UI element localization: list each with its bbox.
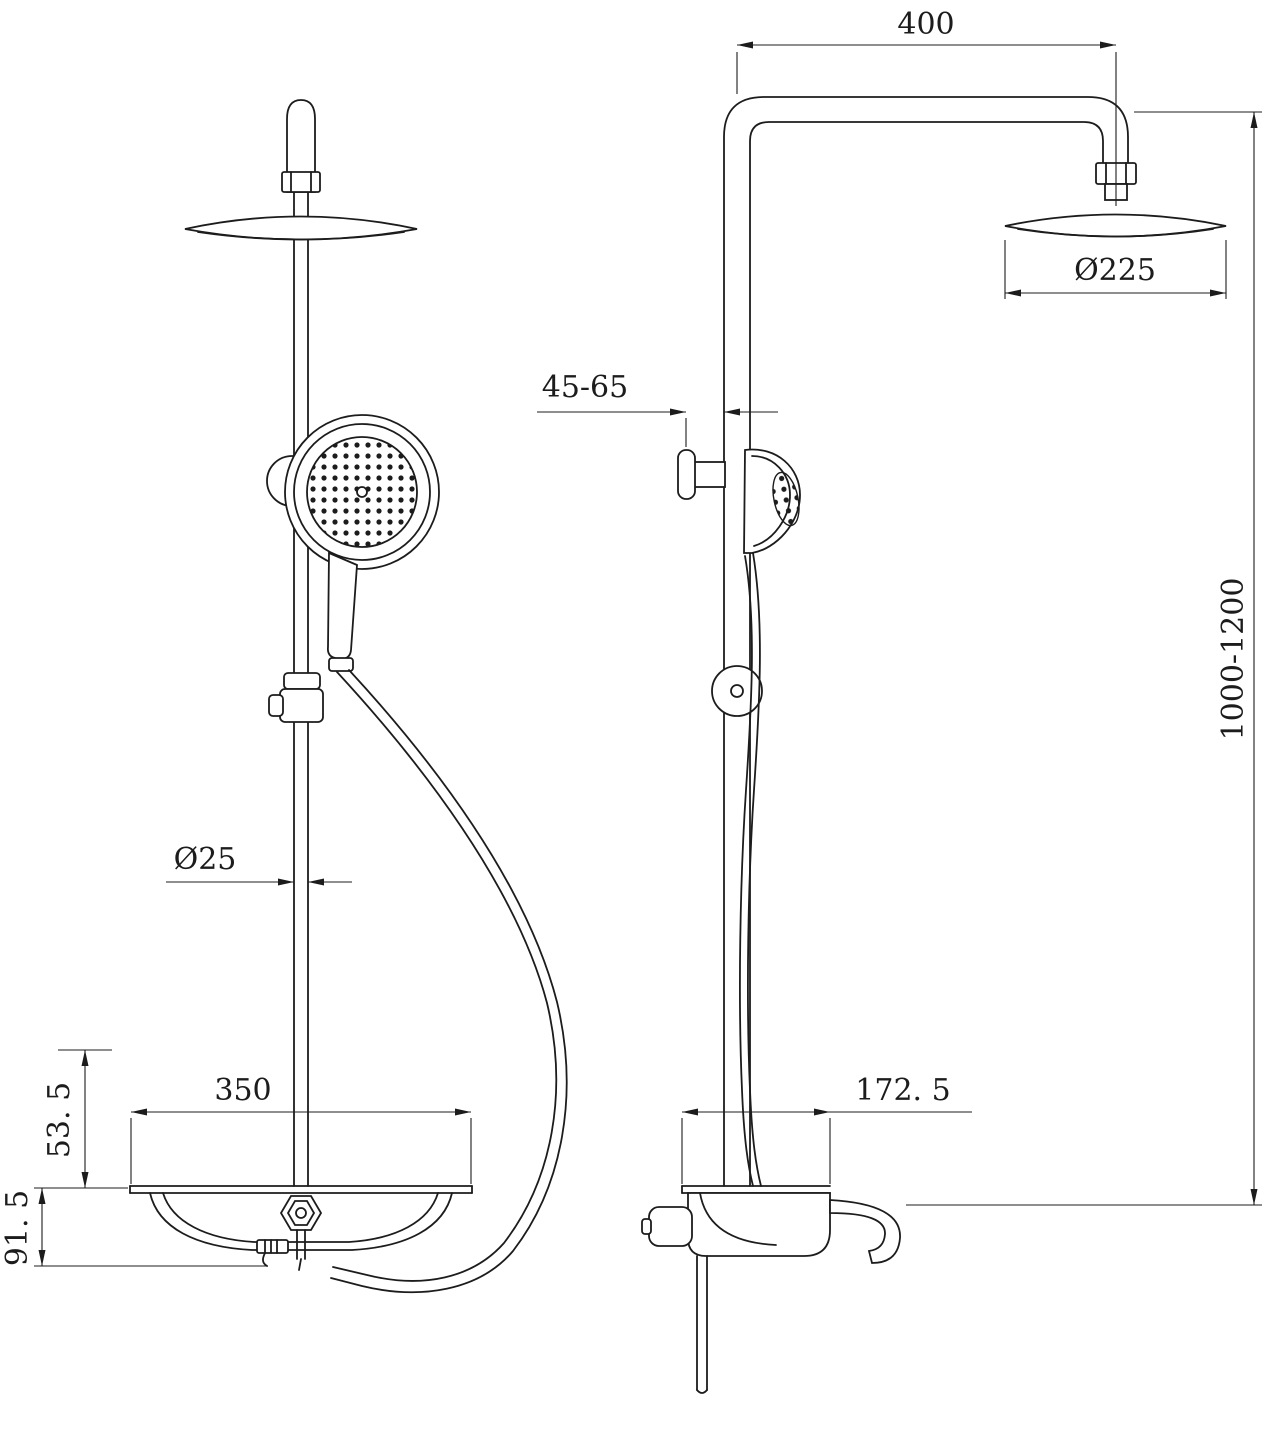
clamp-top bbox=[283, 672, 321, 690]
front-top-cap bbox=[286, 99, 316, 193]
arrowhead bbox=[131, 1108, 147, 1116]
side-hose bbox=[739, 552, 762, 1187]
handle-hose-nut bbox=[328, 657, 354, 672]
dim-shelf-depth: 172. 5 bbox=[681, 1073, 972, 1184]
hose-line bbox=[739, 555, 754, 1187]
side-shelf-body bbox=[641, 1185, 901, 1394]
side-rain-head bbox=[1004, 213, 1227, 238]
hand-shower-inner-ring bbox=[293, 423, 431, 561]
arrowhead bbox=[81, 1050, 89, 1066]
arrowhead bbox=[1210, 289, 1226, 297]
hose-line bbox=[332, 671, 558, 1282]
hand-shower-center bbox=[356, 486, 368, 498]
diverter-pin bbox=[298, 1258, 302, 1271]
dim-label-shelf-width: 350 bbox=[214, 1073, 271, 1108]
arrowhead bbox=[278, 878, 294, 886]
rain-head-rim bbox=[197, 231, 405, 241]
side-lever-handle bbox=[829, 1199, 901, 1264]
side-pipe-arm bbox=[723, 96, 1129, 1187]
front-hand-shower bbox=[284, 414, 440, 672]
slider-center bbox=[730, 684, 744, 698]
dim-shelf-width: 350 bbox=[130, 1073, 472, 1184]
dim-label-pipe-diameter: Ø25 bbox=[174, 842, 237, 877]
dim-label-shelf-height: 53. 5 bbox=[42, 1082, 77, 1158]
shelf-basin-inner bbox=[162, 1192, 439, 1243]
hex-center bbox=[295, 1207, 307, 1219]
arrowhead bbox=[81, 1172, 89, 1188]
rain-head-disc bbox=[184, 215, 418, 241]
side-hand-shower bbox=[743, 448, 801, 554]
hand-shower-handle bbox=[326, 551, 358, 660]
arrowhead bbox=[1100, 41, 1116, 49]
bracket-stem bbox=[693, 461, 726, 488]
outlet-spout bbox=[262, 1252, 268, 1267]
pipe-outer-edge bbox=[723, 96, 1129, 1187]
arrowhead bbox=[737, 41, 753, 49]
nut-body bbox=[281, 171, 321, 193]
front-shelf bbox=[129, 1185, 473, 1271]
arrowhead bbox=[724, 408, 740, 416]
side-wall-bracket bbox=[677, 449, 726, 500]
rain-head-rim bbox=[1017, 228, 1214, 238]
arrowhead bbox=[38, 1188, 46, 1204]
outlet-body bbox=[256, 1239, 289, 1254]
front-rain-head bbox=[184, 215, 418, 241]
arrowhead bbox=[455, 1108, 471, 1116]
hose-line bbox=[330, 669, 568, 1294]
hex-outer bbox=[279, 1195, 323, 1231]
dim-label-base-height: 91. 5 bbox=[0, 1190, 35, 1266]
dimensions: 400 Ø225 45-65 1000-1200 bbox=[0, 7, 1262, 1267]
arrowhead bbox=[1250, 112, 1258, 128]
front-slider-clamp bbox=[268, 672, 324, 723]
arrowhead bbox=[670, 408, 686, 416]
dim-label-arm-length: 400 bbox=[897, 7, 954, 42]
dim-column-height: 1000-1200 bbox=[906, 111, 1262, 1206]
clamp-knob bbox=[268, 694, 284, 717]
front-view bbox=[129, 99, 568, 1294]
spout-tip bbox=[696, 1389, 708, 1394]
side-temp-knob-tip bbox=[641, 1218, 652, 1235]
arrowhead bbox=[38, 1250, 46, 1266]
side-slider bbox=[711, 665, 763, 717]
dim-arm-length: 400 bbox=[736, 7, 1117, 206]
front-diverter-hex bbox=[279, 1195, 323, 1271]
side-spout bbox=[696, 1255, 708, 1394]
mixer-body-contour bbox=[699, 1192, 777, 1246]
arrowhead bbox=[1250, 1189, 1258, 1205]
front-hose bbox=[330, 669, 568, 1294]
arrowhead bbox=[814, 1108, 830, 1116]
front-top-nut bbox=[281, 171, 321, 193]
dim-shelf-height: 53. 5 bbox=[34, 1049, 128, 1189]
hose-line bbox=[747, 552, 762, 1187]
dim-head-diameter: Ø225 bbox=[1004, 240, 1227, 299]
dim-label-shelf-depth: 172. 5 bbox=[855, 1073, 950, 1108]
dim-label-head-diameter: Ø225 bbox=[1074, 253, 1156, 288]
slider-ring bbox=[711, 665, 763, 717]
front-outlet bbox=[256, 1239, 289, 1267]
clamp-body bbox=[279, 688, 324, 723]
pipe-inner-edge bbox=[749, 121, 1104, 1187]
shelf-basin-outer bbox=[149, 1192, 453, 1251]
dim-wall-clearance: 45-65 bbox=[537, 370, 778, 447]
dim-base-height: 91. 5 bbox=[0, 1188, 268, 1267]
dim-label-wall-clearance: 45-65 bbox=[542, 370, 628, 405]
arrowhead bbox=[308, 878, 324, 886]
side-temp-knob bbox=[648, 1206, 693, 1247]
arrowhead bbox=[682, 1108, 698, 1116]
side-view bbox=[641, 96, 1227, 1394]
dim-pipe-diameter: Ø25 bbox=[166, 842, 352, 886]
rain-head-disc bbox=[1004, 213, 1227, 238]
arrowhead bbox=[1005, 289, 1021, 297]
hand-shower-spray-face bbox=[772, 471, 800, 527]
hex-inner bbox=[286, 1200, 316, 1226]
dim-label-column-height: 1000-1200 bbox=[1216, 578, 1251, 741]
mixer-body bbox=[687, 1192, 831, 1257]
bracket-flange bbox=[677, 449, 696, 500]
